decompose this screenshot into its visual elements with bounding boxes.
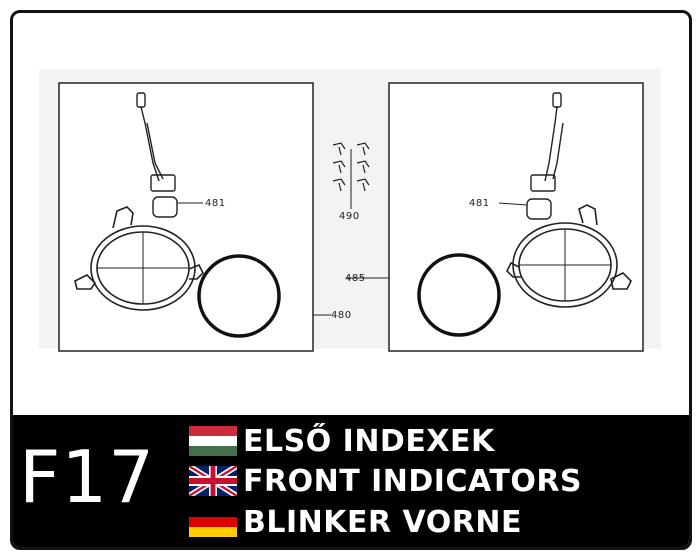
title-hungarian: ELSŐ INDEXEK	[243, 423, 495, 459]
right-lamp-housing	[506, 204, 632, 308]
uk-flag-icon	[189, 466, 237, 496]
hungary-flag-icon	[189, 426, 237, 456]
right-socket-wire	[530, 92, 564, 192]
parts-card: 481 480 490 481 485 F17 ELSŐ INDEXEK	[10, 10, 692, 550]
left-panel	[58, 82, 314, 352]
part-code: F17	[19, 435, 156, 519]
right-panel	[388, 82, 644, 352]
left-gasket-ring	[197, 254, 281, 338]
language-row-hu: ELSŐ INDEXEK	[189, 422, 495, 460]
language-row-en: FRONT INDICATORS	[189, 462, 582, 500]
language-row-de: BLINKER VORNE	[189, 503, 522, 541]
screw-set	[332, 142, 370, 209]
title-english: FRONT INDICATORS	[243, 463, 583, 499]
right-bulb-leader	[498, 202, 528, 206]
callout-right-assembly: 485	[345, 273, 366, 284]
left-socket-wire	[136, 92, 176, 192]
left-lamp-housing	[74, 206, 204, 311]
callout-left-assembly: 480	[331, 310, 352, 321]
right-bulb	[526, 198, 552, 220]
left-bulb	[152, 196, 178, 218]
germany-flag-icon	[189, 507, 237, 537]
right-gasket-ring	[417, 253, 501, 337]
title-banner: F17 ELSŐ INDEXEK FRONT INDICATORS	[13, 415, 689, 547]
callout-screws: 490	[339, 211, 360, 222]
parts-diagram: 481 480 490 481 485	[13, 13, 689, 413]
title-german: BLINKER VORNE	[243, 504, 522, 540]
callout-right-bulb: 481	[469, 198, 490, 209]
diagram-svg	[39, 69, 661, 352]
callout-left-bulb: 481	[205, 198, 226, 209]
